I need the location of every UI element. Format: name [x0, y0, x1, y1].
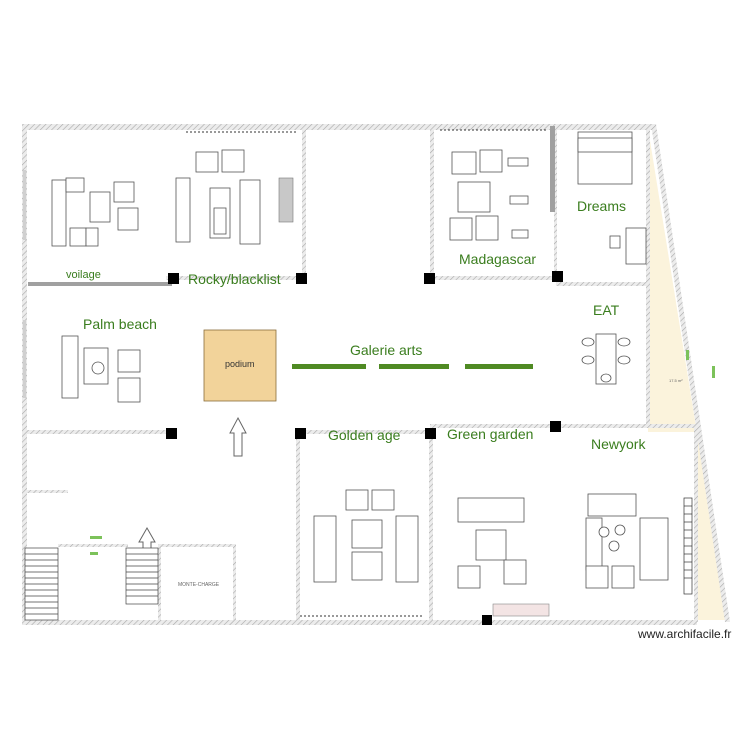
room-label-newyork: Newyork [591, 436, 646, 452]
room-label-rocky: Rocky/blacklist [188, 271, 281, 287]
curtain-strips [186, 129, 548, 617]
voilage-rail [28, 282, 172, 286]
watermark: www.archifacile.fr [638, 627, 732, 641]
podium [203, 329, 277, 402]
galerie-bars [292, 364, 533, 369]
interior-walls [24, 128, 698, 622]
room-label-galerie: Galerie arts [350, 342, 423, 358]
furniture [51, 131, 669, 589]
up-arrow-icon [229, 416, 247, 457]
cabinet-rocky [278, 177, 294, 223]
piano-newyork [683, 497, 693, 595]
room-label-palm-beach: Palm beach [83, 316, 157, 332]
room-label-green-garden: Green garden [447, 426, 534, 442]
room-label-eat: EAT [593, 302, 620, 318]
voilage-label: voilage [66, 269, 101, 281]
room-label-dreams: Dreams [577, 198, 627, 214]
pillars [166, 271, 563, 625]
room-label-madagascar: Madagascar [459, 251, 537, 267]
staircase-icon [24, 547, 59, 621]
partition-madagascar [550, 126, 555, 212]
podium-label: podium [225, 359, 255, 369]
staircase-icon [125, 547, 159, 605]
green-markers [90, 350, 715, 555]
side-area-tag: 17.5 m² [669, 378, 683, 383]
monte-charge-label: MONTE-CHARGE [178, 582, 220, 588]
counter-green-garden [492, 603, 550, 617]
room-label-golden-age: Golden age [328, 427, 401, 443]
window-left-mid [23, 320, 26, 398]
window-left-top [23, 170, 26, 240]
